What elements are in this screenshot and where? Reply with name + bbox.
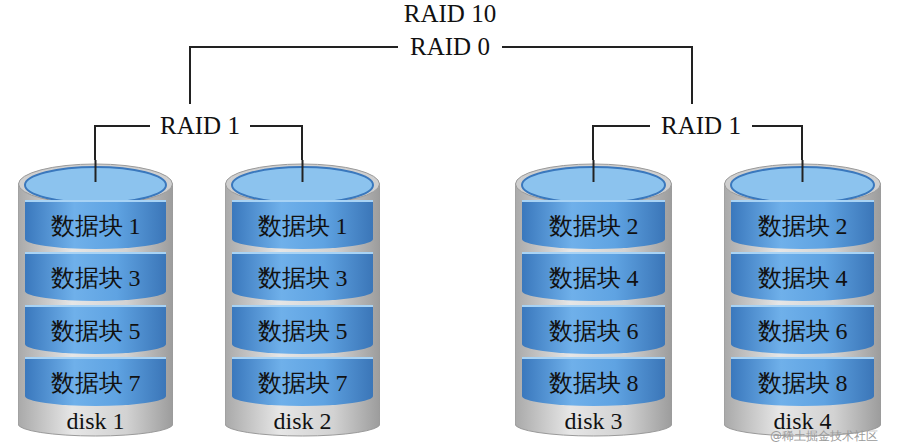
block-text: 数据块 1 [258,213,348,239]
block-text: 数据块 7 [258,370,348,396]
data-block: 数据块 6 [522,305,665,354]
block-text: 数据块 2 [549,213,639,239]
block-text: 数据块 4 [758,265,848,291]
disk-cylinder: disk 1 数据块 1 数据块 3 数据块 5 数据块 7 [18,160,173,438]
data-block: 数据块 6 [731,305,874,354]
disk-label: disk 3 [515,408,672,434]
block-text: 数据块 3 [51,265,141,291]
raid-level-title: RAID 10 [400,0,500,28]
raid-level-label: RAID 1 [657,112,745,140]
block-text: 数据块 7 [51,370,141,396]
data-block: 数据块 1 [25,200,166,249]
disk-label: disk 1 [18,408,173,434]
block-text: 数据块 6 [758,318,848,344]
data-block: 数据块 8 [522,357,665,406]
watermark: @稀土掘金技术社区 [770,429,878,443]
block-text: 数据块 8 [758,370,848,396]
data-block: 数据块 8 [731,357,874,406]
raid-level-label: RAID 0 [406,33,494,61]
disk-cylinder: disk 2 数据块 1 数据块 3 数据块 5 数据块 7 [225,160,380,438]
data-block: 数据块 3 [232,252,373,301]
data-block: 数据块 2 [522,200,665,249]
block-text: 数据块 5 [258,318,348,344]
data-block: 数据块 5 [25,305,166,354]
block-text: 数据块 6 [549,318,639,344]
data-block: 数据块 7 [25,357,166,406]
block-text: 数据块 8 [549,370,639,396]
data-block: 数据块 3 [25,252,166,301]
disk-cylinder: disk 3 数据块 2 数据块 4 数据块 6 数据块 8 [515,160,672,438]
block-text: 数据块 1 [51,213,141,239]
disk-cylinder: disk 4数据块 2数据块 4数据块 6数据块 8 [724,160,881,438]
raid-level-label: RAID 1 [156,112,244,140]
block-text: 数据块 4 [549,265,639,291]
disk-label: disk 2 [225,408,380,434]
data-block: 数据块 2 [731,200,874,249]
data-block: 数据块 4 [731,252,874,301]
block-text: 数据块 5 [51,318,141,344]
data-block: 数据块 1 [232,200,373,249]
block-text: 数据块 2 [758,213,848,239]
data-block: 数据块 7 [232,357,373,406]
data-block: 数据块 5 [232,305,373,354]
block-text: 数据块 3 [258,265,348,291]
data-block: 数据块 4 [522,252,665,301]
